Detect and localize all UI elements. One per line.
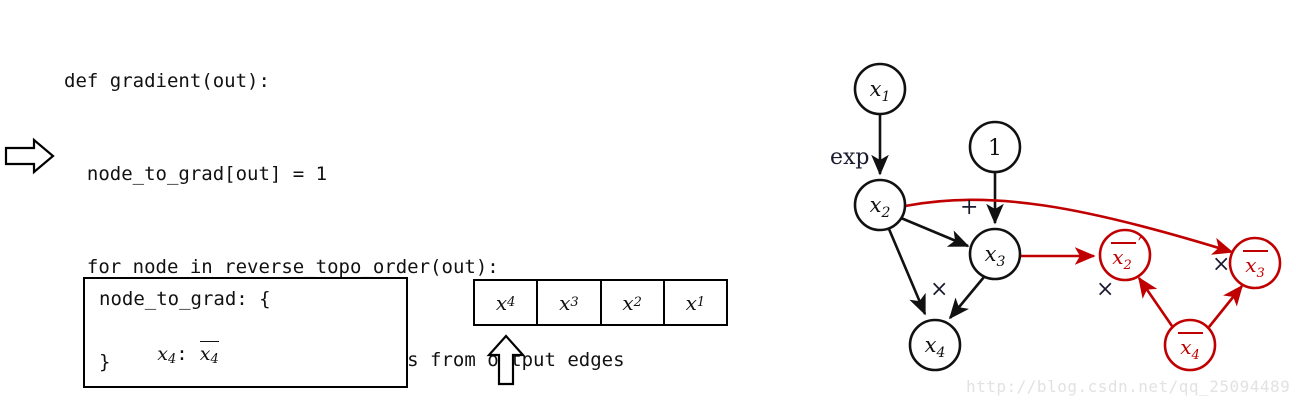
edge-x2-x4 <box>887 228 927 316</box>
op-label-exp: exp <box>830 145 870 170</box>
dict-entry-value: x4 <box>199 341 219 367</box>
node-one: 1 <box>968 120 1022 174</box>
op-label-plus: + <box>960 195 978 220</box>
edge-x2-grad-x3 <box>904 198 1234 255</box>
edge-x2-x3 <box>900 216 970 248</box>
node-x4: x4 <box>908 318 962 372</box>
forward-nodes: x1 x2 1 x3 x4 <box>853 62 1022 372</box>
op-label-times-grad-x2: × <box>1096 277 1114 302</box>
op-label-times-x4: × <box>930 277 948 302</box>
code-line-2: node_to_grad[out] = 1 <box>64 163 328 185</box>
svg-text:1: 1 <box>988 136 1002 161</box>
node-x2: x2 <box>853 178 907 232</box>
dict-entry-separator: : <box>176 343 188 365</box>
node-grad-x4: x4 <box>1163 318 1217 372</box>
code-line-3: for node in reverse_topo_order(out): <box>64 256 499 278</box>
dict-footer: } <box>99 351 111 373</box>
watermark-text: http://blog.csdn.net/qq_25094489 <box>966 377 1291 396</box>
up-arrow-outline-icon <box>486 334 526 386</box>
dict-entry-x4: x4: x4 <box>121 319 219 389</box>
dict-header: node_to_grad: { <box>99 288 271 310</box>
node-x3: x3 <box>968 227 1022 281</box>
edge-grad-x4-grad-x3 <box>1207 284 1244 328</box>
dict-entry-key: x4 <box>157 343 177 367</box>
computation-graph: x1 x2 1 x3 x4 x2 <box>830 62 1282 372</box>
op-label-times-grad-x3: × <box>1212 252 1230 277</box>
svg-text:′: ′ <box>1138 234 1142 255</box>
node-grad-x2: x2 ′ <box>1098 228 1152 282</box>
forward-edges <box>871 114 1004 320</box>
node-to-grad-box: node_to_grad: { x4: x4 } <box>83 277 408 388</box>
node-grad-x3: x3 <box>1228 236 1282 290</box>
right-arrow-outline-icon <box>4 137 55 175</box>
backward-edges <box>904 198 1244 328</box>
edge-grad-x4-grad-x2 <box>1137 276 1174 327</box>
edge-x3-x4 <box>948 276 986 320</box>
operator-labels: exp + × × × <box>830 145 1230 302</box>
code-line-1: def gradient(out): <box>64 70 270 92</box>
node-x1: x1 <box>853 62 907 116</box>
backward-nodes: x2 ′ x3 x4 <box>1098 228 1282 372</box>
